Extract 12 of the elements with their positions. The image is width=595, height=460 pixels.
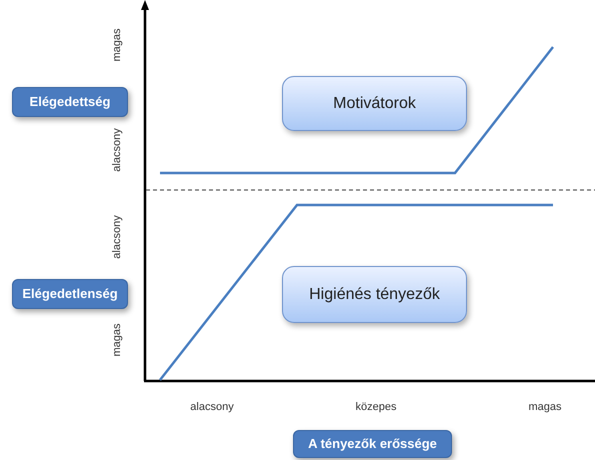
category-box: Motivátorok [282, 76, 467, 131]
tick-label: alacsony [110, 128, 124, 172]
axis-title-box: Elégedettség [12, 87, 128, 117]
axis-title-box: A tényezők erőssége [293, 430, 452, 458]
category-box: Higiénés tényezők [282, 266, 467, 323]
tick-label: alacsony [190, 400, 234, 415]
tick-label: magas [528, 400, 562, 415]
tick-label: alacsony [110, 215, 124, 259]
axis-title-box: Elégedetlenség [12, 279, 128, 309]
tick-label: magas [110, 323, 124, 357]
tick-label: magas [110, 28, 124, 62]
tick-label: közepes [356, 400, 396, 415]
